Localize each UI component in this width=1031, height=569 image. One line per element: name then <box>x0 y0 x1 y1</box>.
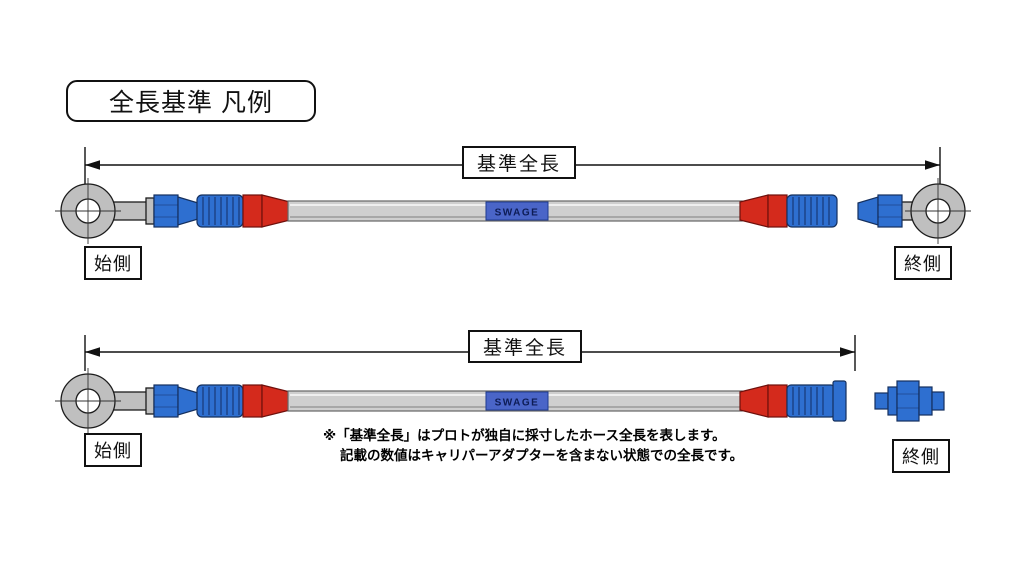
note-line-2: 記載の数値はキャリパーアダプターを含まない状態での全長です。 <box>340 448 744 464</box>
banjo-fitting-right-icon <box>857 178 971 244</box>
note-line-1: ※「基準全長」はプロトが独自に採寸したホース全長を表します。 <box>323 428 726 443</box>
start-side-label-top: 始側 <box>84 246 142 280</box>
end-side-label-bottom: 終側 <box>892 439 950 473</box>
hose-socket-left-icon <box>196 384 291 418</box>
dimension-label-top: 基準全長 <box>462 146 577 179</box>
banjo-fitting-left-icon <box>55 178 199 244</box>
measurement-note: ※「基準全長」はプロトが独自に採寸したホース全長を表します。 記載の数値はキャリ… <box>323 426 743 467</box>
hose-diagram-bottom: SWAGE <box>55 335 945 434</box>
hose-brand-tag: SWAGE <box>485 391 549 411</box>
dimension-label-bottom: 基準全長 <box>468 330 583 363</box>
hose-socket-right-icon <box>739 380 847 422</box>
end-side-label-top: 終側 <box>894 246 952 280</box>
caliper-adapter-fitting-icon <box>874 380 945 422</box>
hose-socket-left-icon <box>196 194 291 228</box>
banjo-fitting-left-icon <box>55 368 199 434</box>
hose-brand-text: SWAGE <box>495 208 540 219</box>
page-title: 全長基準 凡例 <box>66 80 316 122</box>
hose-socket-right-icon <box>739 194 838 228</box>
hose-diagram-top: SWAGE <box>55 147 971 244</box>
start-side-label-bottom: 始側 <box>84 433 142 467</box>
hose-brand-tag: SWAGE <box>485 201 549 221</box>
hose-brand-text: SWAGE <box>495 398 540 409</box>
